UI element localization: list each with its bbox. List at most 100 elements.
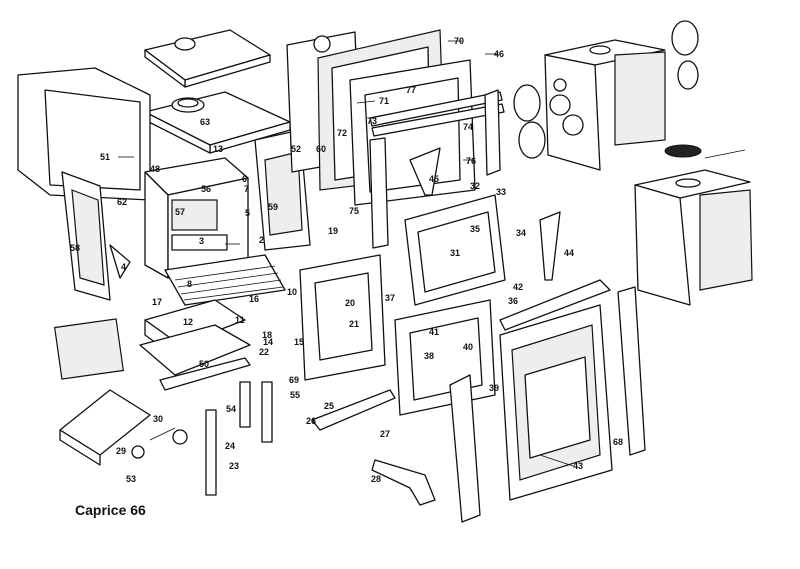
callout-16: 16 xyxy=(249,294,259,304)
callout-74: 74 xyxy=(463,122,473,132)
flue-collar-plate xyxy=(144,91,291,154)
door-frame-front-20 xyxy=(299,254,386,381)
door-top-trim xyxy=(499,279,611,331)
callout-48: 48 xyxy=(150,164,160,174)
grate-assembly xyxy=(164,254,286,306)
callout-34: 34 xyxy=(516,228,526,238)
callout-14: 14 xyxy=(263,337,273,347)
callout-33: 33 xyxy=(496,187,506,197)
callout-71: 71 xyxy=(379,96,389,106)
callout-6: 6 xyxy=(242,174,247,184)
callout-20: 20 xyxy=(345,298,355,308)
callout-52: 52 xyxy=(291,144,301,154)
firebrick-block xyxy=(54,318,124,380)
rope-seal-74 xyxy=(369,91,505,137)
callout-4: 4 xyxy=(121,262,126,272)
callout-72: 72 xyxy=(337,128,347,138)
callout-35: 35 xyxy=(470,224,480,234)
callout-56: 56 xyxy=(201,184,211,194)
callout-19: 19 xyxy=(328,226,338,236)
callout-21: 21 xyxy=(349,319,359,329)
callout-68: 68 xyxy=(613,437,623,447)
callout-17: 17 xyxy=(152,297,162,307)
door-glass-frame-31 xyxy=(404,194,506,306)
callout-2: 2 xyxy=(259,235,264,245)
riddling-lever-28 xyxy=(371,459,436,506)
diagram-caption: Caprice 66 xyxy=(75,502,146,518)
callout-69: 69 xyxy=(289,375,299,385)
callout-62a: 62 xyxy=(117,197,127,207)
callout-70: 70 xyxy=(454,36,464,46)
callout-53: 53 xyxy=(126,474,136,484)
callout-25: 25 xyxy=(324,401,334,411)
callout-30: 30 xyxy=(153,414,163,424)
handle-45 xyxy=(409,147,441,196)
callout-24: 24 xyxy=(225,441,235,451)
callout-8: 8 xyxy=(187,279,192,289)
callout-5: 5 xyxy=(245,208,250,218)
callout-45: 45 xyxy=(429,174,439,184)
callout-73: 73 xyxy=(367,116,377,126)
left-side-door xyxy=(61,171,131,301)
door-side-trim xyxy=(617,286,646,456)
callout-18: 18 xyxy=(262,330,272,340)
leader-lines xyxy=(118,40,574,467)
callout-55: 55 xyxy=(290,390,300,400)
callout-15: 15 xyxy=(294,337,304,347)
callout-38: 38 xyxy=(424,351,434,361)
callout-27: 27 xyxy=(380,429,390,439)
callout-57: 57 xyxy=(175,207,185,217)
firebrick-wedges xyxy=(59,389,151,466)
callout-3: 3 xyxy=(199,236,204,246)
callout-37: 37 xyxy=(385,293,395,303)
thermostat-rod xyxy=(205,381,273,496)
callout-50: 50 xyxy=(199,359,209,369)
callout-43: 43 xyxy=(573,461,583,471)
inner-door-frame-38 xyxy=(394,299,496,416)
callout-32: 32 xyxy=(470,181,480,191)
callout-labels: 2 3 4 5 6 7 8 10 11 12 13 14 15 16 17 18… xyxy=(70,36,623,484)
callout-59: 59 xyxy=(268,202,278,212)
callout-46: 46 xyxy=(494,49,504,59)
handle-44 xyxy=(539,211,561,281)
blanking-discs xyxy=(513,20,699,159)
callout-76: 76 xyxy=(466,156,476,166)
callout-75: 75 xyxy=(349,206,359,216)
callout-60: 60 xyxy=(316,144,326,154)
callout-26: 26 xyxy=(306,416,316,426)
callout-12: 12 xyxy=(183,317,193,327)
left-side-panel xyxy=(17,67,151,201)
main-door xyxy=(499,304,613,501)
callout-22: 22 xyxy=(259,347,269,357)
callout-44: 44 xyxy=(564,248,574,258)
callout-42: 42 xyxy=(513,282,523,292)
callout-23: 23 xyxy=(229,461,239,471)
door-latch-26 xyxy=(311,389,396,431)
inner-frame-73 xyxy=(349,59,476,206)
callout-54: 54 xyxy=(226,404,236,414)
callout-10: 10 xyxy=(287,287,297,297)
callout-41: 41 xyxy=(429,327,439,337)
front-side-trim xyxy=(449,374,481,523)
callout-11: 11 xyxy=(235,315,245,325)
callout-63: 63 xyxy=(200,117,210,127)
hotplate-and-tool xyxy=(664,144,746,159)
callout-36: 36 xyxy=(508,296,518,306)
firebox-assembly xyxy=(144,157,249,279)
side-strip-75 xyxy=(369,137,389,249)
callout-31: 31 xyxy=(450,248,460,258)
callout-29: 29 xyxy=(116,446,126,456)
callout-58: 58 xyxy=(70,243,80,253)
callout-7: 7 xyxy=(244,184,249,194)
callout-13: 13 xyxy=(213,144,223,154)
spinwheel-assembly xyxy=(131,427,188,459)
top-baffle-plate xyxy=(144,29,271,88)
glass-retainer-76 xyxy=(484,89,501,176)
ashpan xyxy=(139,299,251,391)
callout-40: 40 xyxy=(463,342,473,352)
top-cabinet xyxy=(544,39,666,171)
callout-28: 28 xyxy=(371,474,381,484)
lower-cabinet xyxy=(634,169,753,306)
callout-77: 77 xyxy=(406,85,416,95)
